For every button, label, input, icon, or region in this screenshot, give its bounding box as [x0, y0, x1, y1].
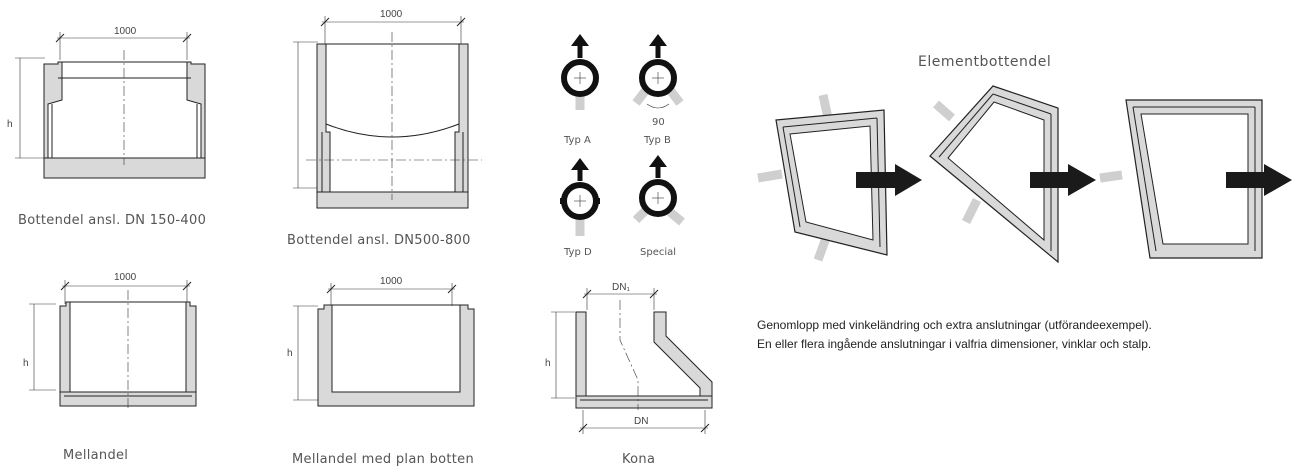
- element-shape-2: [929, 85, 1059, 264]
- dim-bottom-label: DN: [634, 416, 648, 427]
- connection-types: Typ A 90 Typ B Typ D: [560, 34, 685, 258]
- caption: Bottendel ansl. DN500-800: [287, 233, 471, 248]
- special-symbol: Special: [632, 155, 685, 258]
- dim-height-label: h: [23, 358, 29, 369]
- mellandel-plan-drawing: 1000 h Mellandel med plan botten: [287, 276, 475, 466]
- element-bottom-section: Elementbottendel: [757, 54, 1292, 264]
- dim-width-label: 1000: [114, 26, 137, 37]
- note-line-1: Genomlopp med vinkeländring och extra an…: [757, 318, 1152, 332]
- dim-width-label: 1000: [380, 9, 403, 20]
- mellandel-drawing: 1000 h Mellandel: [23, 272, 197, 463]
- caption: Mellandel: [63, 448, 128, 463]
- type-d-symbol: Typ D: [560, 158, 600, 258]
- dim-width-label: 1000: [114, 272, 137, 283]
- kona-drawing: DN₁ h DN Kona: [545, 282, 713, 466]
- flow-arrow-2: [1030, 164, 1096, 196]
- caption: Kona: [622, 452, 655, 466]
- element-shape-1: [757, 94, 888, 262]
- dim-top-label: DN₁: [612, 282, 630, 293]
- dim-width-label: 1000: [380, 276, 403, 287]
- dim-height-label: h: [545, 358, 551, 369]
- type-label: Typ D: [563, 247, 592, 258]
- type-a-symbol: Typ A: [561, 34, 599, 146]
- type-label: Special: [640, 247, 676, 258]
- dim-height-label: h: [7, 119, 13, 130]
- caption: Mellandel med plan botten: [292, 452, 474, 466]
- caption: Bottendel ansl. DN 150-400: [18, 213, 206, 228]
- flow-arrow-3: [1226, 164, 1292, 196]
- element-shape-3: [1099, 99, 1263, 259]
- type-b-symbol: 90 Typ B: [632, 34, 684, 146]
- angle-label: 90: [652, 117, 665, 128]
- type-label: Typ B: [643, 135, 671, 146]
- bottendel-small-drawing: 1000 h Bottendel ansl. DN 150-400: [7, 26, 206, 228]
- dim-height-label: h: [287, 348, 293, 359]
- note-line-2: En eller flera ingående anslutningar i v…: [757, 337, 1152, 351]
- section-title: Elementbottendel: [918, 54, 1051, 70]
- flow-arrow-1: [856, 164, 922, 196]
- type-label: Typ A: [563, 135, 591, 146]
- bottendel-large-drawing: 1000 Bottendel ansl. DN500-800: [287, 9, 482, 248]
- element-bottom-note: Genomlopp med vinkeländring och extra an…: [757, 316, 1297, 354]
